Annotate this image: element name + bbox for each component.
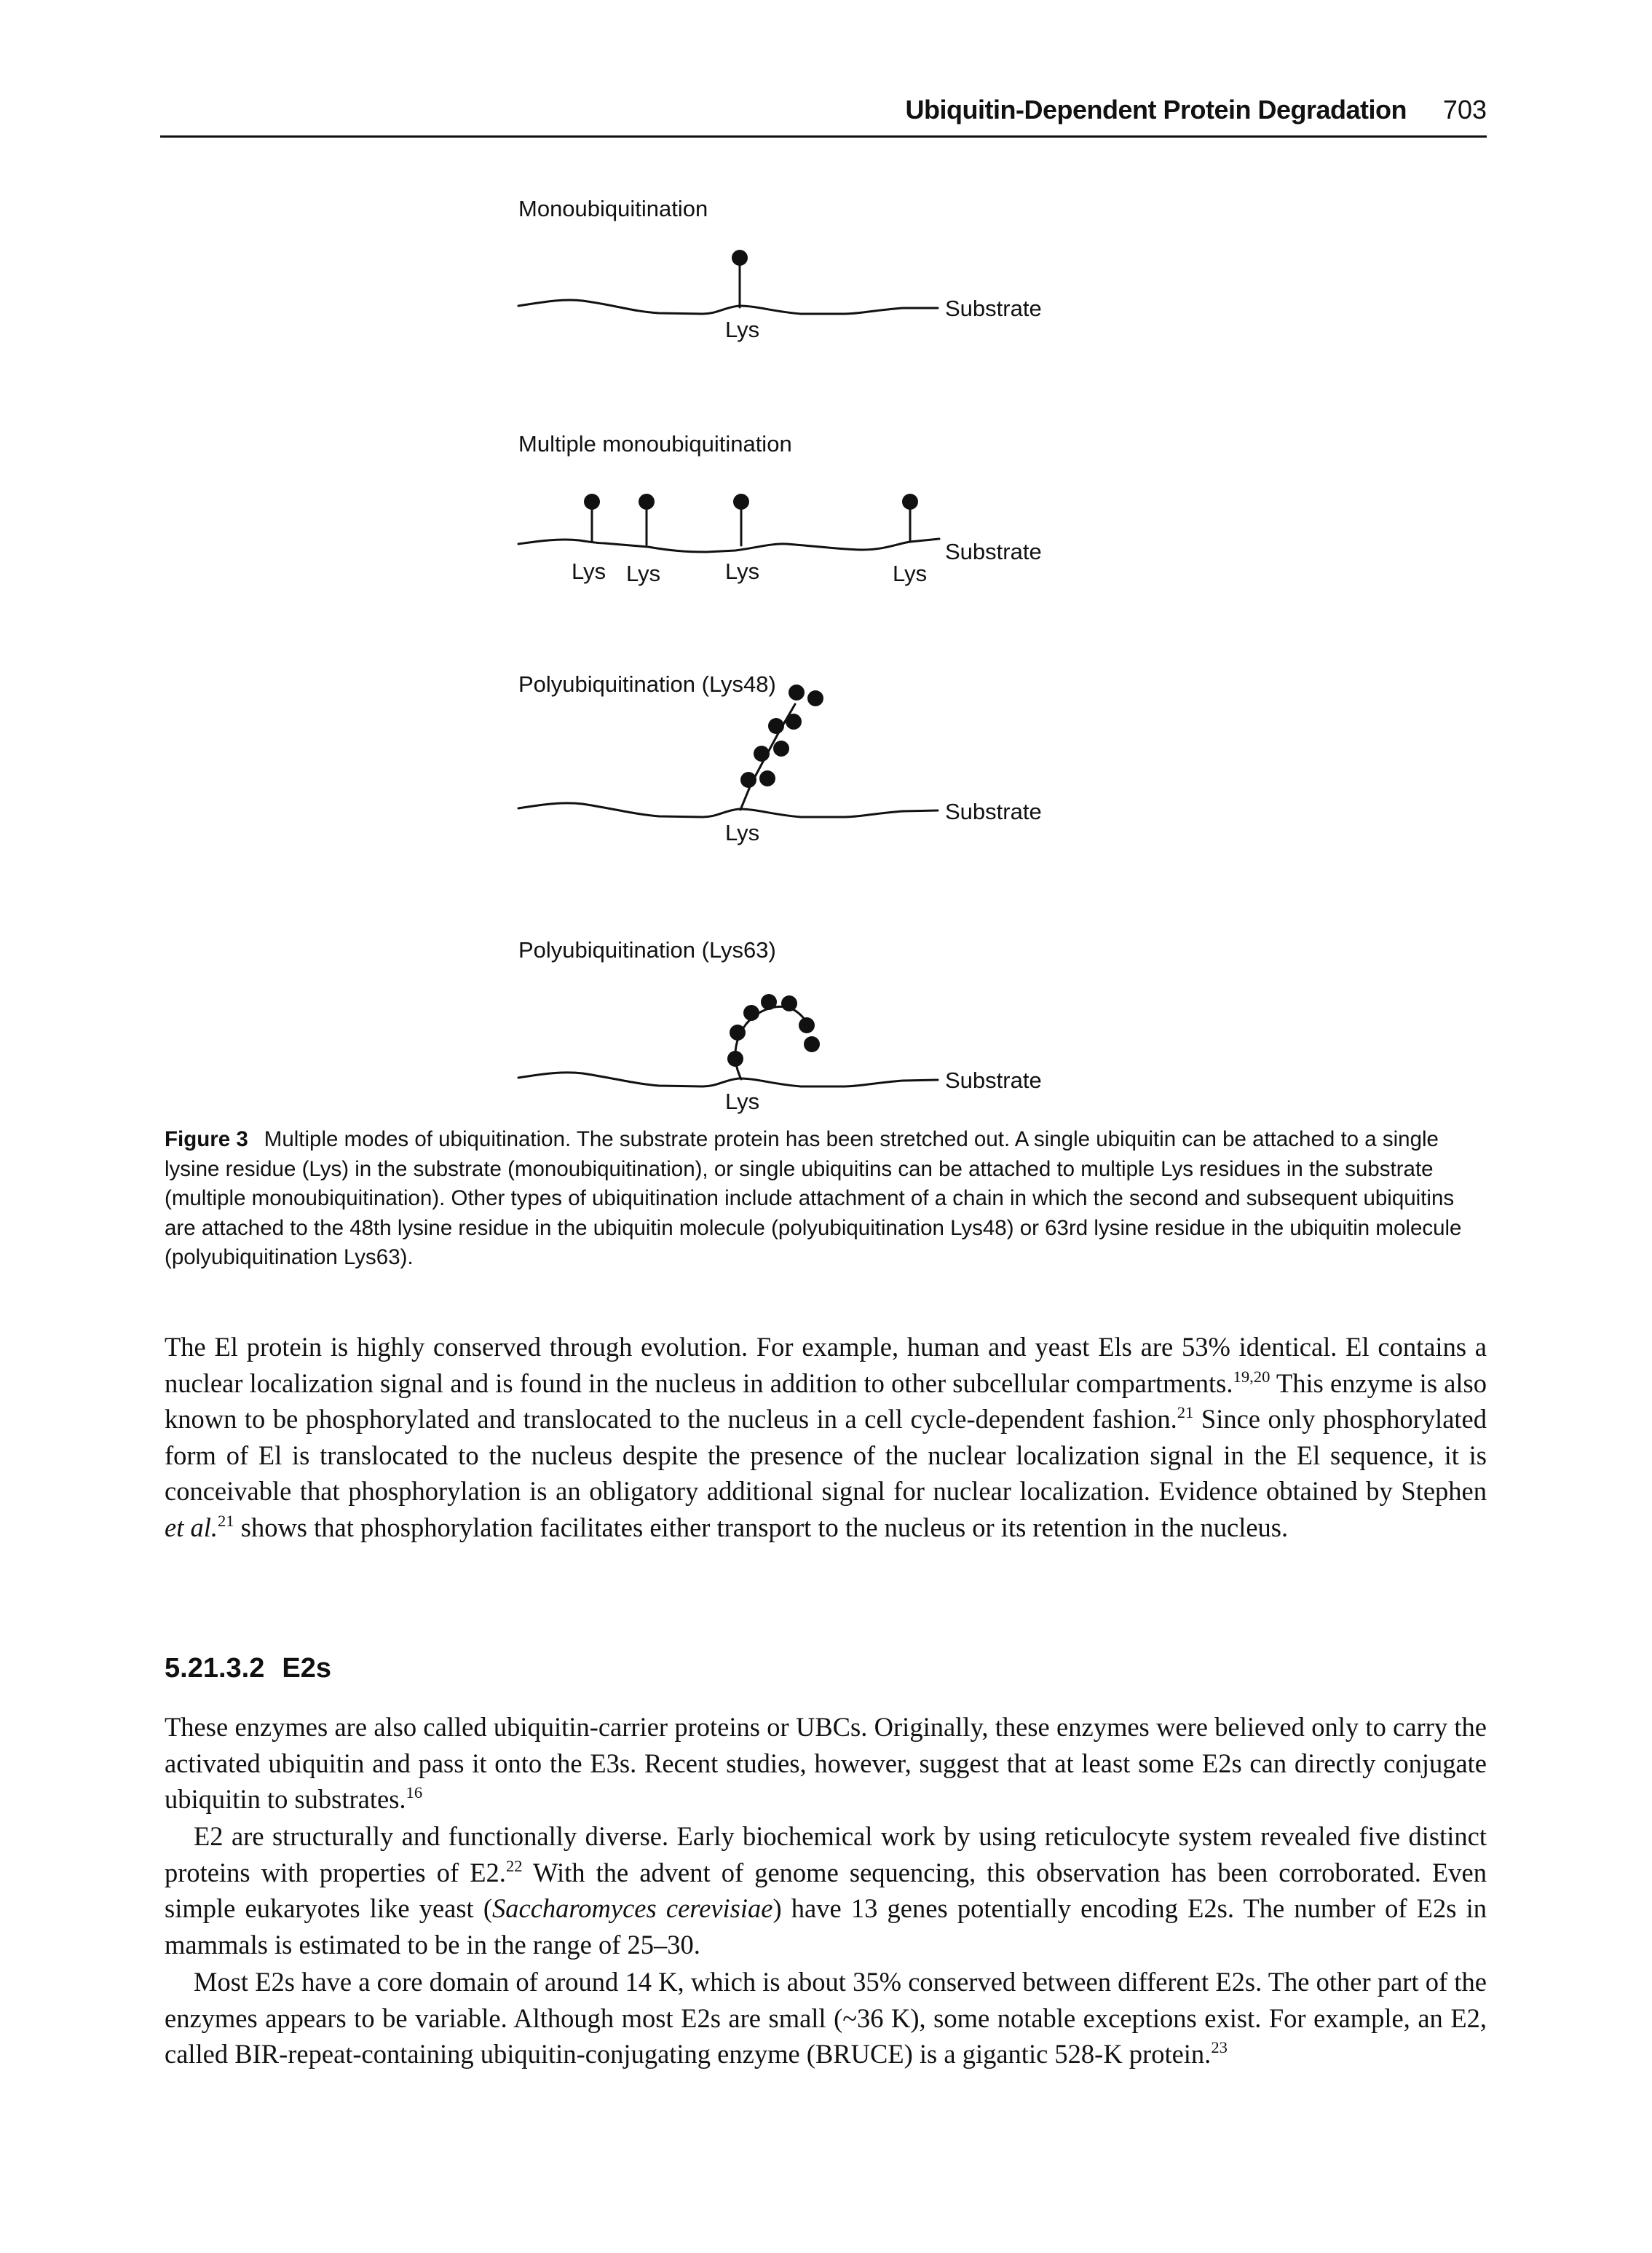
ubiquitin-icon (639, 494, 655, 510)
lys-label: Lys (725, 820, 759, 845)
reference-superscript: 21 (217, 1511, 234, 1530)
reference-superscript: 23 (1211, 2037, 1228, 2056)
paragraph-text: ) have 13 genes potentially encoding E2s… (165, 1893, 1487, 1960)
paragraph-text: shows that phosphorylation facilitates e… (234, 1512, 1289, 1542)
ubiquitin-icon (727, 1051, 743, 1067)
lys-label: Lys (725, 559, 759, 584)
body-paragraph: The El protein is highly conserved throu… (165, 1329, 1487, 1545)
lys-label: Lys (725, 1089, 759, 1114)
paragraph-text: Most E2s have a core domain of around 14… (165, 1967, 1487, 2069)
lys-side-chain (739, 784, 752, 811)
ubiquitination-diagram: Monoubiquitination Multiple monoubiquiti… (517, 196, 1042, 1114)
ubiquitin-icon (902, 494, 918, 510)
substrate-line (517, 1071, 939, 1088)
ubiquitin-icon (733, 494, 749, 510)
ubiquitin-icon (768, 718, 784, 734)
ubiquitin-icon (730, 1025, 746, 1041)
ubiquitin-icon (773, 741, 789, 757)
figure-label: Figure 3 (165, 1127, 248, 1151)
lys-label: Lys (572, 559, 606, 584)
reference-superscript: 16 (406, 1783, 423, 1802)
ubiquitin-icon (807, 690, 823, 706)
figure-3: Monoubiquitination Multiple monoubiquiti… (437, 182, 1238, 1121)
page-number: 703 (1442, 95, 1487, 125)
ubiquitin-icon (761, 994, 777, 1010)
running-head-title: Ubiquitin-Dependent Protein Degradation (905, 95, 1407, 125)
substrate-label: Substrate (945, 1068, 1042, 1093)
caption-text: Multiple modes of ubiquitination. The su… (165, 1127, 1462, 1270)
panel-title-polyubiquitination-lys48: Polyubiquitination (Lys48) (518, 671, 776, 697)
ubiquitin-icon (781, 995, 797, 1011)
section-heading: 5.21.3.2 E2s (165, 1653, 331, 1684)
substrate-line (517, 802, 939, 818)
paragraph-text: With the advent of genome sequencing, th… (165, 1857, 1487, 1924)
ubiquitin-icon (584, 494, 600, 510)
ubiquitin-icon (799, 1017, 815, 1033)
section-title: E2s (282, 1653, 331, 1684)
substrate-line (517, 537, 941, 553)
reference-superscript: 19,20 (1233, 1367, 1270, 1386)
species-name-italic: Saccharomyces cerevisiae (492, 1893, 773, 1923)
ubiquitin-icon (789, 684, 805, 701)
substrate-label: Substrate (945, 296, 1042, 321)
substrate-label: Substrate (945, 539, 1042, 564)
ubiquitin-icon (759, 770, 775, 786)
paragraph-text: This enzyme is also known to be phosphor… (165, 1368, 1487, 1435)
substrate-line (517, 299, 939, 315)
ubiquitin-icon (804, 1036, 820, 1052)
ubiquitin-icon (754, 746, 770, 762)
paragraph-text: The El protein is highly conserved throu… (165, 1332, 1487, 1398)
substrate-label: Substrate (945, 799, 1042, 824)
running-head: Ubiquitin-Dependent Protein Degradation … (160, 95, 1487, 138)
panel-title-polyubiquitination-lys63: Polyubiquitination (Lys63) (518, 937, 776, 963)
lys-label: Lys (725, 317, 759, 342)
panel-title-multiple-monoubiquitination: Multiple monoubiquitination (518, 431, 792, 457)
ubiquitin-icon (732, 250, 748, 266)
body-paragraph: Most E2s have a core domain of around 14… (165, 1964, 1487, 2072)
ubiquitin-icon (786, 714, 802, 730)
ubiquitin-icon (743, 1005, 759, 1021)
lys-label: Lys (893, 561, 927, 586)
body-paragraph: E2 are structurally and functionally div… (165, 1818, 1487, 1962)
et-al-italic: et al. (165, 1512, 218, 1542)
paragraph-text: These enzymes are also called ubiquitin-… (165, 1712, 1487, 1814)
reference-superscript: 21 (1177, 1402, 1194, 1421)
paragraph-text: Since only phosphorylated form of El is … (165, 1404, 1487, 1506)
paragraph-text: E2 are structurally and functionally div… (165, 1821, 1487, 1887)
reference-superscript: 22 (505, 1856, 523, 1875)
lys-label: Lys (626, 561, 660, 586)
panel-title-monoubiquitination: Monoubiquitination (518, 196, 708, 221)
section-number: 5.21.3.2 (165, 1653, 265, 1684)
body-paragraph: These enzymes are also called ubiquitin-… (165, 1709, 1487, 1818)
ubiquitin-icon (740, 772, 756, 788)
